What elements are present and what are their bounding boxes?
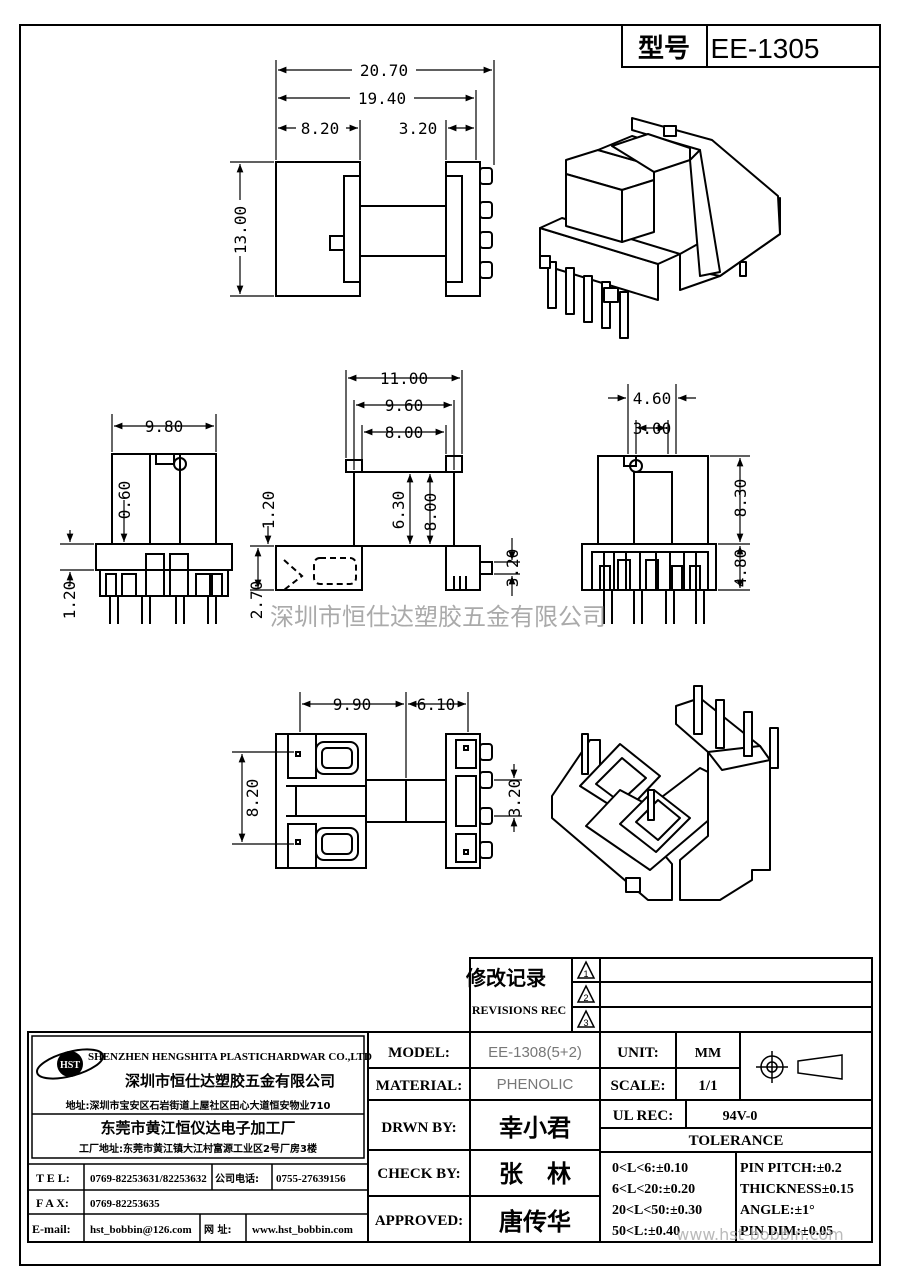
company-name-en: SHENZHEN HENGSHITA PLASTICHARDWAR CO.,LT… [88, 1051, 372, 1063]
dim-side-window2: 8.00 [421, 493, 440, 532]
drawn-label: DRWN BY: [381, 1120, 456, 1136]
approved-value: 唐传华 [499, 1208, 571, 1236]
tolerance-label: TOLERANCE [689, 1133, 784, 1149]
dim-front-slot: 0.60 [115, 481, 134, 520]
factory-address: 工厂地址:东莞市黄江镇大江村富源工业区2号厂房3楼 [79, 1142, 317, 1155]
projection-symbol-icon [756, 1051, 843, 1083]
revision-mark-1: 1 [583, 969, 588, 979]
company-watermark: 深圳市恒仕达塑胶五金有限公司 [270, 603, 606, 631]
company-name-cn: 深圳市恒仕达塑胶五金有限公司 [125, 1072, 335, 1090]
dim-front-width: 9.80 [145, 417, 184, 436]
dim-side-base: 2.70 [247, 581, 266, 620]
fax-label: F A X: [36, 1196, 69, 1210]
scale-label: SCALE: [610, 1078, 665, 1094]
dim-side-inner: 9.60 [385, 396, 424, 415]
revision-mark-2: 2 [583, 993, 588, 1003]
dim-side-overall: 11.00 [380, 369, 428, 388]
pin-pitch-tolerance: PIN PITCH:±0.2 [740, 1161, 842, 1176]
model-header: 型号 EE-1305 [621, 24, 881, 68]
web-label: 网 址: [204, 1223, 231, 1236]
tel-label: T E L: [36, 1171, 70, 1185]
revisions-title-cn: 修改记录 [465, 966, 546, 990]
dim-end-outer: 4.60 [633, 389, 672, 408]
end-view [581, 455, 717, 624]
phone-label: 公司电话: [215, 1172, 259, 1185]
revisions-title-en: REVISIONS REC [472, 1003, 566, 1017]
footer-watermark: www.hst-bobbin.com [676, 1225, 844, 1244]
tolerance-2: 6<L<20:±0.20 [612, 1182, 695, 1197]
dim-end-inner: 3.00 [633, 419, 672, 438]
fax-value: 0769-82253635 [90, 1198, 160, 1210]
dim-bottom-left: 9.90 [333, 695, 372, 714]
angle-tolerance: ANGLE:±1° [740, 1203, 815, 1218]
end-view-dims [608, 384, 750, 591]
drawn-value: 幸小君 [499, 1114, 571, 1142]
side-view [275, 455, 493, 591]
check-value: 张 林 [499, 1160, 571, 1188]
check-label: CHECK BY: [377, 1166, 460, 1182]
tolerance-1: 0<L<6:±0.10 [612, 1161, 688, 1176]
dim-top-overall: 20.70 [360, 61, 408, 80]
unit-label: UNIT: [617, 1045, 658, 1061]
model-field-label: MODEL: [388, 1045, 450, 1061]
dim-bottom-height: 8.20 [243, 779, 262, 818]
dim-side-core: 8.00 [385, 423, 424, 442]
dim-end-upper: 8.30 [731, 479, 750, 518]
isometric-view-bottom [551, 685, 779, 901]
dim-top-right: 3.20 [399, 119, 438, 138]
factory-name: 东莞市黄江恒仪达电子加工厂 [100, 1119, 295, 1137]
phone-value: 0755-27639156 [276, 1173, 346, 1185]
dim-front-base: 1.20 [60, 581, 79, 620]
material-value: PHENOLIC [497, 1076, 574, 1093]
tel-value: 0769-82253631/82253632 [90, 1173, 207, 1185]
thickness-tolerance: THICKNESS±0.15 [740, 1182, 854, 1197]
ul-label: UL REC: [613, 1108, 673, 1124]
email-value: hst_bobbin@126.com [90, 1224, 192, 1236]
unit-value: MM [695, 1046, 721, 1061]
dim-side-window: 6.30 [389, 491, 408, 530]
dim-bottom-right: 6.10 [417, 695, 456, 714]
model-label: 型号 [638, 34, 690, 64]
dim-top-left: 8.20 [301, 119, 340, 138]
company-logo: HST [36, 1048, 104, 1080]
bottom-view [275, 733, 493, 869]
bottom-view-dims [232, 692, 522, 845]
email-label: E-mail: [32, 1222, 71, 1236]
front-view [95, 453, 233, 624]
dim-side-flange: 1.20 [259, 491, 278, 530]
sheet-border [19, 24, 881, 1266]
dim-bottom-pitch: 3.20 [505, 779, 524, 818]
title-block-grid [27, 1031, 873, 1243]
model-value: EE-1305 [711, 33, 820, 64]
logo-text: HST [60, 1060, 80, 1071]
tolerance-4: 50<L:±0.40 [612, 1224, 680, 1239]
approved-label: APPROVED: [375, 1213, 463, 1229]
dim-top-height: 13.00 [231, 206, 250, 254]
dim-side-pin: 3.20 [503, 549, 522, 588]
model-field-value: EE-1308(5+2) [488, 1044, 582, 1061]
web-value: www.hst_bobbin.com [252, 1224, 353, 1236]
company-address: 地址:深圳市宝安区石岩街道上屋社区田心大道恒安物业710 [66, 1099, 331, 1112]
ul-value: 94V-0 [723, 1109, 758, 1124]
side-view-dims [250, 370, 520, 596]
scale-value: 1/1 [698, 1078, 717, 1094]
isometric-view-top [539, 117, 781, 339]
dim-end-lower: 4.80 [731, 549, 750, 588]
tolerance-3: 20<L<50:±0.30 [612, 1203, 702, 1218]
dim-top-inner: 19.40 [358, 89, 406, 108]
revision-mark-3: 3 [583, 1018, 588, 1028]
pin-dim-tolerance: PIN DIM:±0.05 [740, 1224, 833, 1239]
top-view [275, 161, 493, 297]
front-view-dims [60, 414, 217, 586]
material-label: MATERIAL: [376, 1078, 462, 1094]
